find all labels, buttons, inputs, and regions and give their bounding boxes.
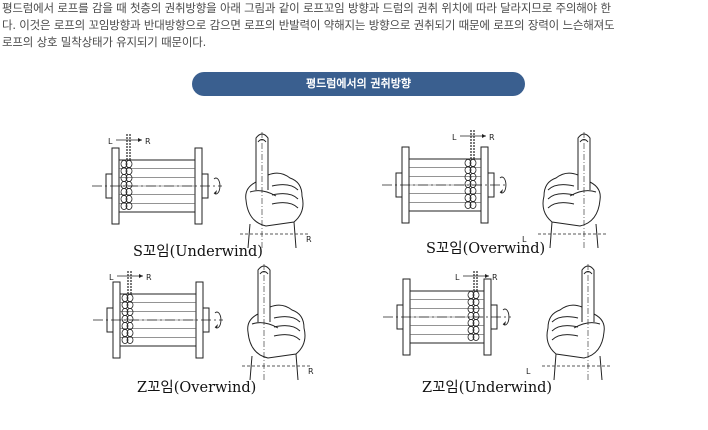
svg-text:R: R [492,273,498,282]
svg-text:L: L [108,137,113,146]
intro-line-1: 평드럼에서 로프를 감을 때 첫층의 권취방향을 아래 그림과 같이 로프꼬임 … [2,1,611,15]
svg-text:R: R [145,137,151,146]
svg-text:R: R [146,273,152,282]
panel-s-underwind: L R R [92,132,312,250]
panel-s-overwind: L R L [382,130,606,250]
svg-text:L: L [522,235,527,244]
intro-text: 평드럼에서 로프를 감을 때 첫층의 권취방향을 아래 그림과 같이 로프꼬임 … [2,0,706,51]
svg-text:L: L [452,133,457,142]
caption-z-overwind: Z꼬임(Overwind) [137,380,257,396]
svg-text:R: R [489,133,495,142]
svg-text:R: R [306,235,312,244]
svg-text:L: L [526,367,531,376]
svg-text:L: L [109,273,114,282]
intro-line-2: 다. 이것은 로프의 꼬임방향과 반대방향으로 감으면 로프의 반발력이 약해지… [2,18,615,32]
caption-z-underwind: Z꼬임(Underwind) [422,380,553,396]
svg-text:L: L [455,273,460,282]
intro-line-3: 로프의 상호 밀착상태가 유지되기 때문이다. [2,35,207,49]
caption-s-underwind: S꼬임(Underwind) [133,244,263,260]
panel-z-overwind: L R R [93,264,314,382]
svg-text:R: R [308,367,314,376]
section-banner: 평드럼에서의 권취방향 [192,72,525,96]
caption-s-overwind: S꼬임(Overwind) [426,241,546,257]
panel-z-underwind: L R L [383,264,610,382]
